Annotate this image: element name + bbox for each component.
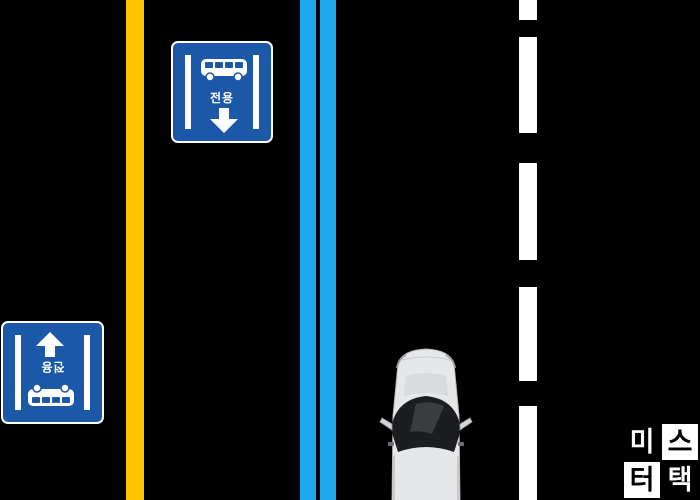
lane-dash: [519, 0, 537, 20]
bus-icon: [201, 59, 247, 82]
sign-lane-bar: [185, 55, 191, 129]
bus-icon: [28, 383, 74, 406]
logo-char: 택: [662, 462, 698, 498]
bus-only-lane-sign: 전용: [171, 41, 273, 143]
bus-only-lane-sign-upside-down: 전용: [1, 321, 104, 424]
arrow-down-icon: [210, 108, 238, 133]
sign-legend: 전용: [209, 91, 235, 105]
bus-lane-blue-line-right: [320, 0, 336, 500]
sign-panel: 전용: [176, 46, 268, 138]
sign-panel: 전용: [6, 326, 99, 419]
mister-taek-logo: 미 스 터 택: [624, 424, 700, 500]
arrow-up-icon: [36, 332, 64, 357]
logo-char: 터: [624, 462, 660, 498]
lane-dash: [519, 287, 537, 381]
sign-legend: 전용: [40, 360, 65, 374]
bus-lane-blue-line-left: [300, 0, 316, 500]
sign-lane-bar: [253, 55, 259, 129]
lane-dash: [519, 37, 537, 133]
yellow-center-line: [126, 0, 144, 500]
white-car: [379, 348, 473, 500]
lane-dash: [519, 163, 537, 260]
lane-dash: [519, 406, 537, 500]
logo-char: 스: [662, 424, 698, 460]
logo-char: 미: [624, 424, 660, 460]
